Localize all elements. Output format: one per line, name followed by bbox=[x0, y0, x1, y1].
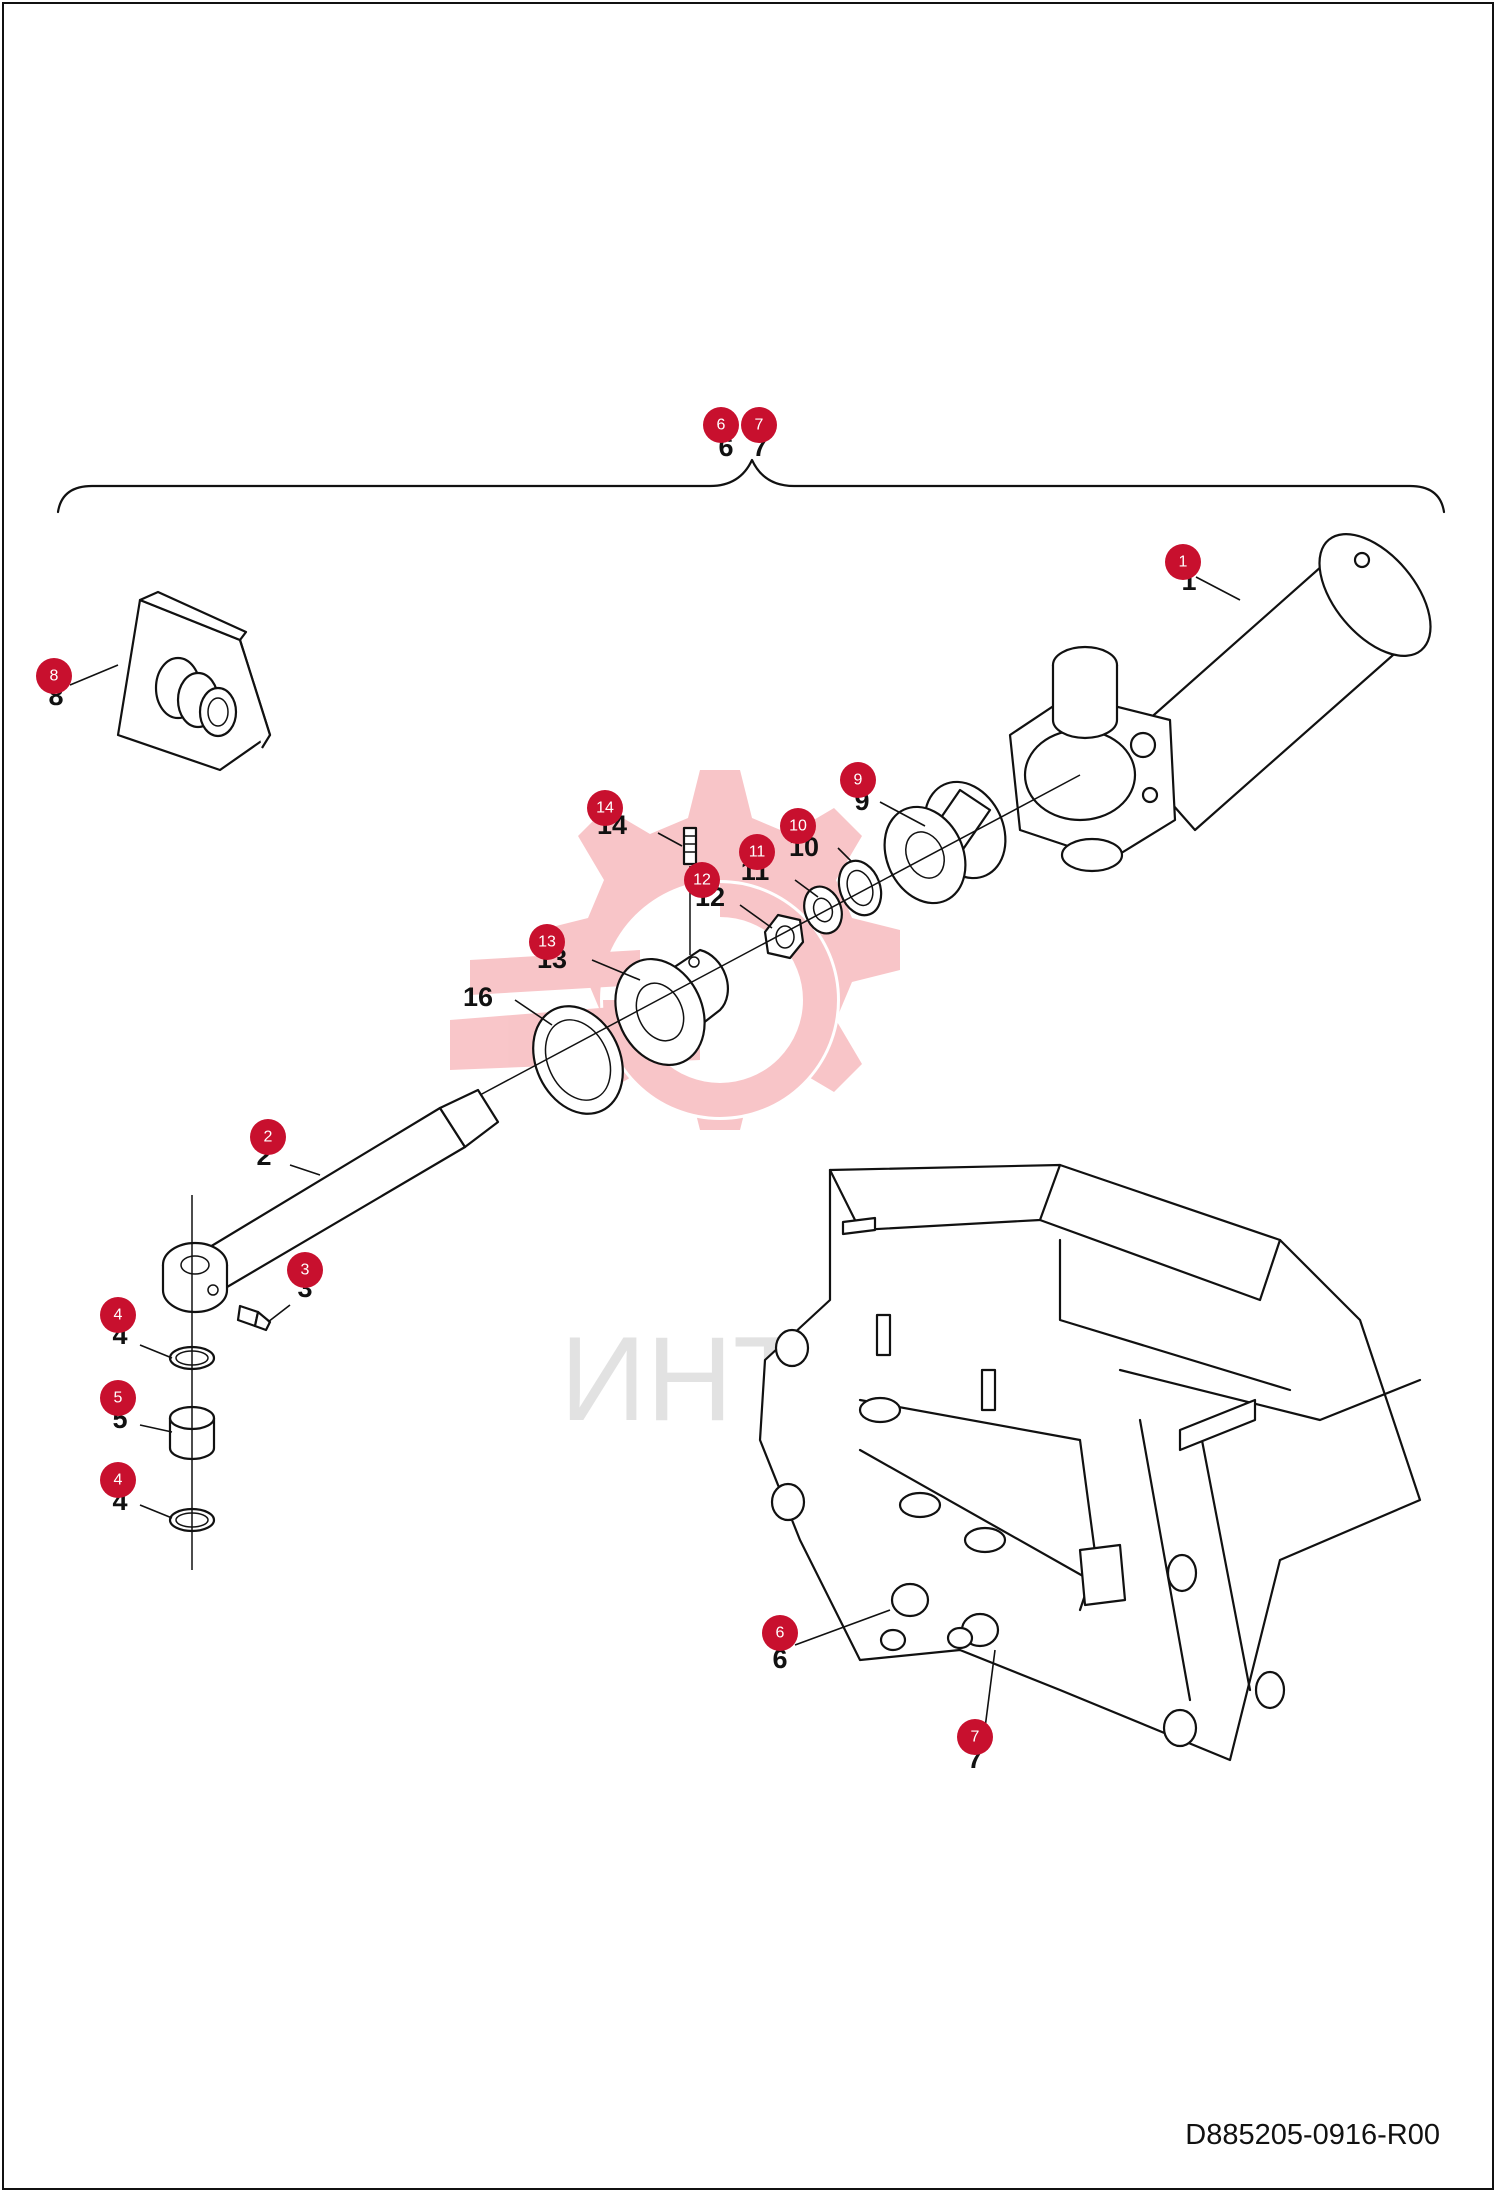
callout-badge-c8[interactable]: 8 bbox=[36, 658, 72, 694]
callout-badge-c6t[interactable]: 6 bbox=[703, 407, 739, 443]
callout-badge-c9[interactable]: 9 bbox=[840, 762, 876, 798]
callout-badge-circle bbox=[100, 1380, 136, 1416]
callout-badge-label: 7 bbox=[755, 417, 764, 434]
cylinder-body bbox=[1008, 533, 1432, 873]
callout-badge-circle bbox=[529, 924, 565, 960]
callout-badge-c7[interactable]: 7 bbox=[957, 1719, 993, 1755]
callout-badge-c4b[interactable]: 4 bbox=[100, 1462, 136, 1498]
callout-badge-circle bbox=[762, 1615, 798, 1651]
callout-badge-c6[interactable]: 6 bbox=[762, 1615, 798, 1651]
grease-nipple bbox=[236, 1304, 272, 1332]
callout-badge-c5[interactable]: 5 bbox=[100, 1380, 136, 1416]
callout-badge-label: 9 bbox=[854, 772, 863, 789]
callout-badge-circle bbox=[840, 762, 876, 798]
callout-badge-label: 4 bbox=[114, 1472, 123, 1489]
callout-badge-label: 1 bbox=[1179, 554, 1188, 571]
seal-kit-box bbox=[116, 590, 272, 772]
set-screw bbox=[682, 826, 698, 866]
callout-badge-c1[interactable]: 1 bbox=[1165, 544, 1201, 580]
callout-badge-circle bbox=[287, 1252, 323, 1288]
callout-badge-label: 4 bbox=[114, 1307, 123, 1324]
callout-badge-circle bbox=[780, 808, 816, 844]
callout-badge-c11[interactable]: 11 bbox=[739, 834, 775, 870]
machine-frame bbox=[758, 1163, 1422, 1762]
piston-rod bbox=[161, 1088, 500, 1314]
callout-badge-circle bbox=[250, 1119, 286, 1155]
callout-badge-c13[interactable]: 13 bbox=[529, 924, 565, 960]
callout-badge-label: 8 bbox=[50, 668, 59, 685]
callout-badge-label: 13 bbox=[538, 934, 556, 951]
callout-badge-c10[interactable]: 10 bbox=[780, 808, 816, 844]
callout-badge-label: 11 bbox=[749, 844, 766, 861]
callout-badge-c3[interactable]: 3 bbox=[287, 1252, 323, 1288]
callout-badge-c12[interactable]: 12 bbox=[684, 862, 720, 898]
piston bbox=[883, 780, 1007, 905]
assembly-brace bbox=[56, 458, 1446, 514]
callout-badge-circle bbox=[703, 407, 739, 443]
callout-badge-label: 10 bbox=[789, 818, 807, 835]
part-number-c16: 16 bbox=[463, 982, 493, 1012]
callout-badge-circle bbox=[684, 862, 720, 898]
drawing-number: D885205-0916-R00 bbox=[1185, 2119, 1440, 2151]
callout-badge-label: 7 bbox=[971, 1729, 980, 1746]
leader-lines bbox=[69, 576, 1241, 1729]
callout-badge-circle bbox=[100, 1297, 136, 1333]
callout-badge-label: 5 bbox=[114, 1390, 123, 1407]
callout-badge-circle bbox=[1165, 544, 1201, 580]
callout-badge-circle bbox=[587, 790, 623, 826]
callout-badge-label: 6 bbox=[717, 417, 726, 434]
cylinder-axis bbox=[479, 774, 1081, 1096]
callout-badge-label: 14 bbox=[596, 800, 614, 817]
callout-badge-label: 6 bbox=[776, 1625, 785, 1642]
callout-badge-circle bbox=[741, 407, 777, 443]
callout-badge-label: 3 bbox=[301, 1262, 310, 1279]
wiper-ring bbox=[532, 1005, 624, 1115]
callout-badge-c2[interactable]: 2 bbox=[250, 1119, 286, 1155]
callout-badge-label: 12 bbox=[693, 872, 711, 889]
callout-badge-circle bbox=[100, 1462, 136, 1498]
callout-badge-circle bbox=[36, 658, 72, 694]
nut bbox=[763, 913, 805, 960]
callout-badge-c4a[interactable]: 4 bbox=[100, 1297, 136, 1333]
callout-badge-label: 2 bbox=[264, 1129, 273, 1146]
callout-badge-c14[interactable]: 14 bbox=[587, 790, 623, 826]
callout-badge-circle bbox=[739, 834, 775, 870]
snap-ring bbox=[837, 859, 883, 917]
callout-badge-circle bbox=[957, 1719, 993, 1755]
part-number-c6: 6 bbox=[772, 1644, 787, 1674]
callout-badge-c7t[interactable]: 7 bbox=[741, 407, 777, 443]
